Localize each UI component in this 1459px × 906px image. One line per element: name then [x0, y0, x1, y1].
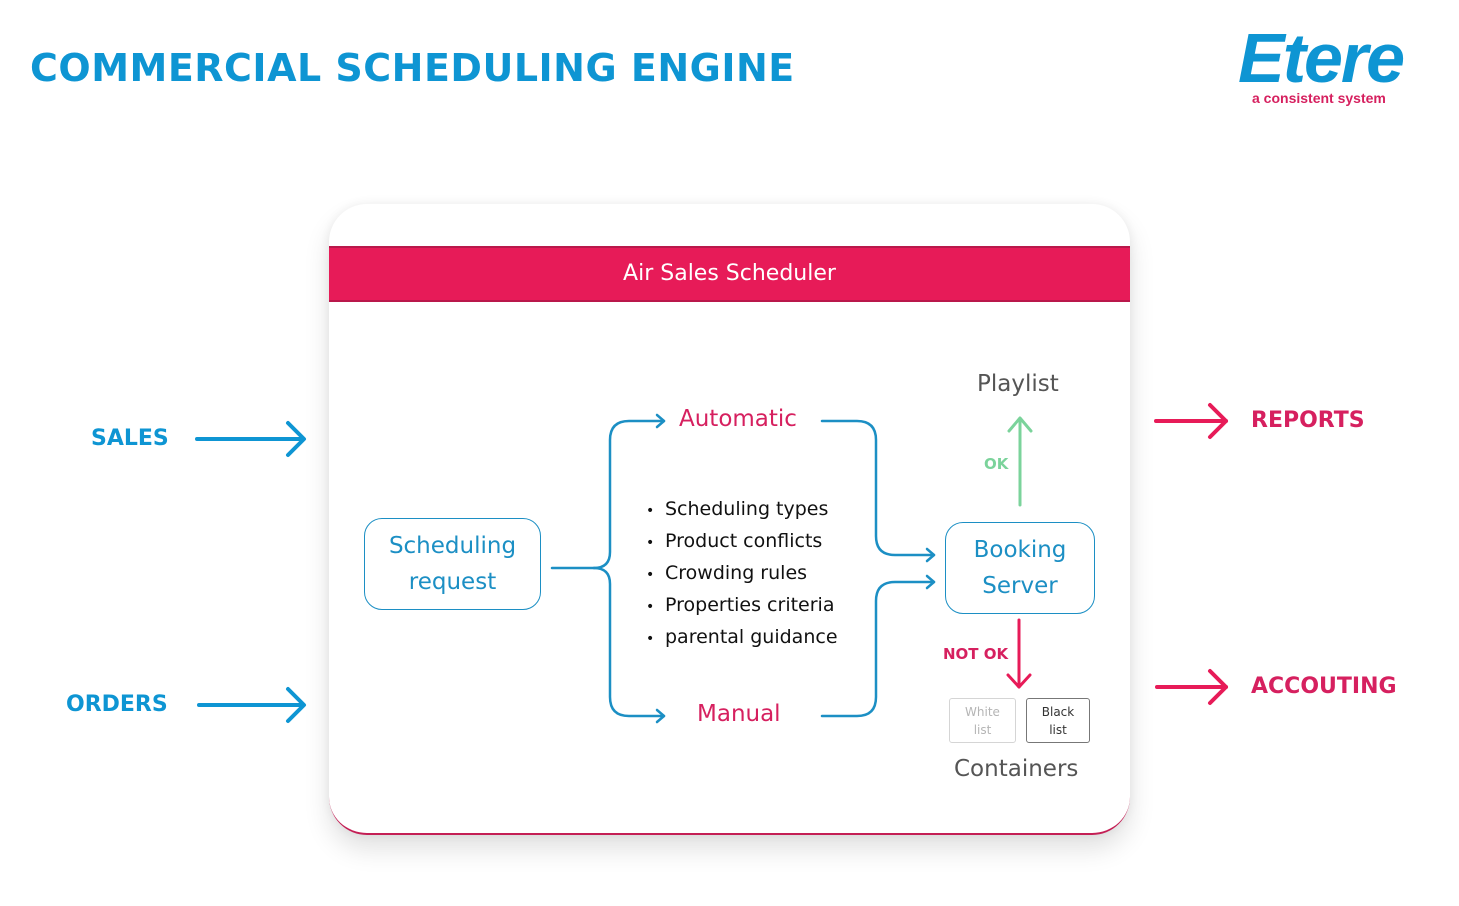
output-label-accounting: ACCOUTING [1251, 674, 1397, 699]
scheduling-request-line1: Scheduling [388, 533, 517, 559]
not-ok-label: NOT OK [943, 645, 1009, 663]
criteria-item: •Crowding rules [646, 558, 838, 590]
ok-label: OK [984, 455, 1009, 473]
accounting-arrow-icon [1155, 669, 1228, 705]
booking-server-line2: Server [982, 573, 1058, 599]
output-label-reports: REPORTS [1251, 408, 1365, 433]
bullet-icon: • [646, 631, 655, 647]
black-list-container: Black list [1026, 698, 1090, 743]
mode-automatic: Automatic [679, 406, 797, 432]
scheduling-request-node: Scheduling request [364, 518, 541, 610]
reports-arrow-icon [1154, 403, 1228, 439]
booking-server-node: Booking Server [945, 522, 1095, 614]
scheduling-criteria-list: •Scheduling types •Product conflicts •Cr… [646, 494, 838, 654]
etere-logo: Etere [1238, 19, 1405, 97]
criteria-item: •parental guidance [646, 622, 838, 654]
sales-arrow-icon [195, 421, 306, 457]
scheduler-header: Air Sales Scheduler [329, 246, 1130, 302]
booking-server-line1: Booking [973, 537, 1067, 563]
scheduling-request-line2: request [408, 569, 497, 595]
white-list-container: White list [949, 698, 1016, 743]
page-title: COMMERCIAL SCHEDULING ENGINE [30, 46, 795, 90]
input-label-sales: SALES [91, 426, 169, 451]
playlist-label: Playlist [977, 371, 1059, 397]
bullet-icon: • [646, 599, 655, 615]
mode-manual: Manual [697, 701, 781, 727]
logo-tagline: a consistent system [1252, 90, 1386, 106]
criteria-item: •Properties criteria [646, 590, 838, 622]
input-label-orders: ORDERS [66, 692, 168, 717]
orders-arrow-icon [197, 687, 306, 723]
criteria-item: •Scheduling types [646, 494, 838, 526]
bullet-icon: • [646, 503, 655, 519]
containers-label: Containers [954, 756, 1079, 782]
bullet-icon: • [646, 535, 655, 551]
bullet-icon: • [646, 567, 655, 583]
criteria-item: •Product conflicts [646, 526, 838, 558]
